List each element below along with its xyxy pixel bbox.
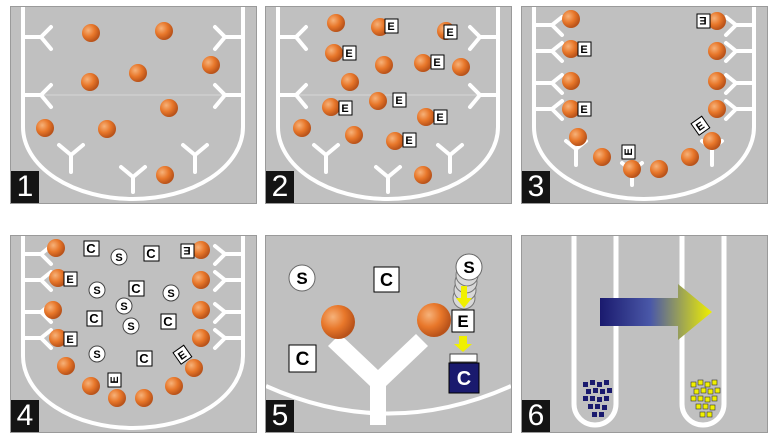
s-label: S (93, 285, 100, 297)
panel-number: 6 (522, 400, 550, 432)
bead (321, 305, 355, 339)
antibody-group (280, 27, 496, 192)
s-label-group: S S S S S S (93, 252, 174, 361)
beads-yellow (691, 380, 720, 417)
e-label: E (183, 244, 190, 256)
e-label: E (699, 14, 706, 26)
c-label: C (146, 246, 156, 261)
e-label: E (341, 103, 348, 115)
e-label: E (580, 44, 587, 56)
e-label: E (580, 104, 587, 116)
panel-6: 6 (521, 235, 768, 433)
e-label-group: E E E E E (580, 14, 707, 156)
panel-5: S C C S E C 5 (265, 235, 512, 433)
e-label: E (66, 274, 73, 286)
s-label: S (296, 269, 307, 288)
panel-number: 1 (11, 171, 39, 203)
panel-1-diagram (11, 7, 256, 203)
panel-1: 1 (10, 6, 257, 204)
s-tag-group (89, 249, 179, 362)
bead (417, 303, 451, 337)
e-label: E (109, 376, 121, 383)
c-label: C (380, 270, 393, 290)
bead-group (562, 10, 726, 178)
e-tag-group (578, 14, 710, 159)
panel-4: E E E E E C C C C C C S S S S S (10, 235, 257, 433)
bead-group (293, 14, 470, 184)
yellow-arrow (454, 336, 472, 352)
antibody-group (25, 27, 241, 192)
s-label: S (115, 252, 122, 264)
bead-group (36, 22, 220, 184)
well-outline (23, 7, 243, 199)
e-label: E (345, 48, 352, 60)
panel-4-diagram: E E E E E C C C C C C S S S S S (11, 236, 256, 432)
c-label: C (89, 311, 99, 326)
panel-number: 5 (266, 400, 294, 432)
s-label: S (93, 349, 100, 361)
panel-2-diagram: E E E E E E E E (266, 7, 511, 203)
panel-5-diagram: S C C S E C (266, 236, 511, 432)
stacked-tags (450, 354, 477, 362)
s-label: S (463, 258, 474, 277)
e-label: E (66, 334, 73, 346)
panel-3-diagram: E E E E E (522, 7, 767, 203)
panel-number: 2 (266, 171, 294, 203)
e-label: E (395, 95, 402, 107)
e-label: E (436, 112, 443, 124)
s-label: S (167, 288, 174, 300)
e-label: E (405, 135, 412, 147)
e-label: E (623, 148, 635, 155)
s-label: S (120, 301, 127, 313)
beads-dark (583, 380, 612, 417)
e-label: E (387, 21, 394, 33)
e-label: E (457, 312, 468, 331)
c-label: C (86, 241, 96, 256)
panel-number: 4 (11, 400, 39, 432)
s-label: S (127, 321, 134, 333)
e-label: E (446, 27, 453, 39)
c-label: C (457, 368, 471, 390)
panel-3: E E E E E 3 (521, 6, 768, 204)
e-label: E (433, 57, 440, 69)
c-label: C (296, 349, 310, 370)
panel-2: E E E E E E E E 2 (265, 6, 512, 204)
panel-6-diagram (522, 236, 767, 432)
well-outline (278, 7, 498, 199)
c-label: C (163, 314, 173, 329)
c-label: C (139, 351, 149, 366)
panel-number: 3 (522, 171, 550, 203)
c-label: C (131, 281, 141, 296)
